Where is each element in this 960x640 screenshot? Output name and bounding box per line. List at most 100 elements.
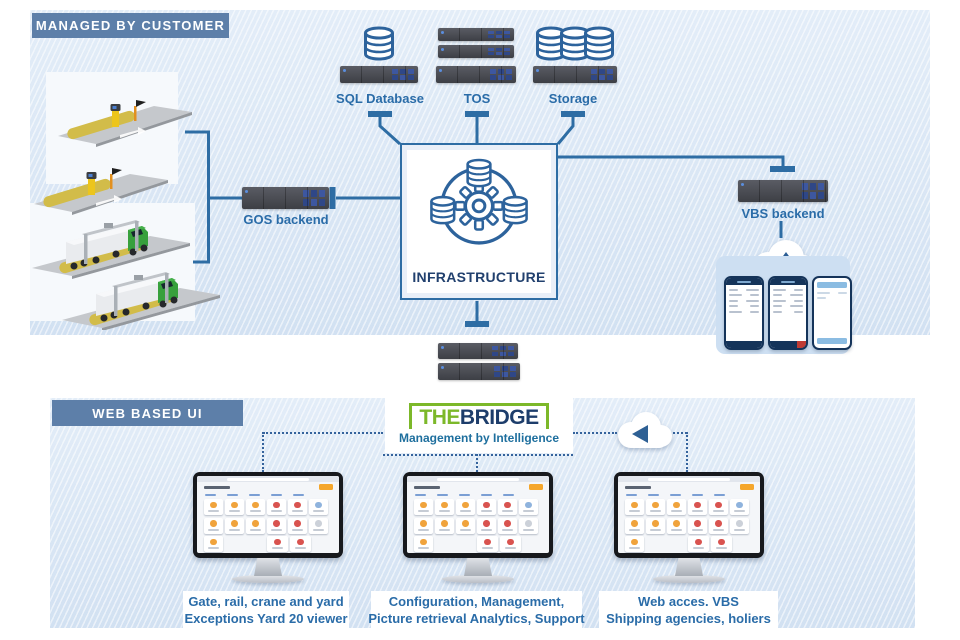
dashboard-card <box>667 499 686 515</box>
dashboard-card <box>225 517 244 534</box>
browser-bar <box>618 476 760 482</box>
caption-line: Exceptions Yard 20 viewer <box>184 610 348 626</box>
caption-line: Configuration, Management, <box>388 593 565 609</box>
storage-server-rack <box>533 66 617 83</box>
dashboard-card <box>267 499 286 515</box>
dashboard-card <box>477 536 498 552</box>
dashboard-card <box>688 499 707 515</box>
monitor-bezel <box>403 472 553 558</box>
tos-server-rack <box>438 28 514 41</box>
caption-gate: Gate, rail, crane and yard Exceptions Ya… <box>183 591 349 628</box>
dotted-connector <box>383 454 573 456</box>
dotted-connector <box>262 432 264 472</box>
dashboard-card <box>498 517 517 534</box>
dashboard-card <box>646 499 665 515</box>
logo-subtitle: Management by Intelligence <box>398 431 560 445</box>
sql-server-rack <box>340 66 418 83</box>
gos-backend-rack <box>242 187 329 209</box>
gate-yard-illustration <box>30 72 220 330</box>
monitor-gate <box>193 472 343 583</box>
dashboard-column-headers <box>205 494 304 496</box>
dashboard-card <box>456 517 475 534</box>
browser-bar <box>407 476 549 482</box>
dashboard-card <box>519 499 538 515</box>
infrastructure-box: INFRASTRUCTURE <box>400 143 558 300</box>
storage-label: Storage <box>548 91 598 106</box>
dashboard-card <box>288 517 307 534</box>
monitor-base <box>232 575 304 583</box>
monitor-web-access <box>614 472 764 583</box>
dotted-connector <box>668 432 687 434</box>
monitor-screen <box>407 476 549 553</box>
caption-configuration: Configuration, Management, Picture retri… <box>368 591 585 628</box>
the-bridge-logo: THEBRIDGE Management by Intelligence <box>385 398 573 453</box>
dashboard-card <box>204 536 223 552</box>
dashboard-column-headers <box>626 494 725 496</box>
tos-server-rack <box>436 66 516 83</box>
dashboard-card <box>414 536 433 552</box>
dashboard-card <box>500 536 521 552</box>
dashboard-cards <box>625 499 753 553</box>
dashboard-card <box>290 536 311 552</box>
tos-server-rack <box>438 45 514 58</box>
dashboard-card <box>246 517 265 534</box>
dashboard-card <box>414 499 433 515</box>
monitor-base <box>442 575 514 583</box>
dashboard-card <box>456 499 475 515</box>
dashboard-action-button <box>319 484 333 490</box>
dotted-connector <box>476 454 478 472</box>
server-rack <box>438 343 518 359</box>
dashboard-card <box>246 499 265 515</box>
dashboard-card <box>625 499 644 515</box>
dashboard-cards <box>204 499 332 553</box>
logo-wordmark: THEBRIDGE <box>409 403 549 429</box>
dashboard-title <box>625 486 651 489</box>
vbs-backend-rack <box>738 180 828 202</box>
dotted-connector <box>573 432 617 434</box>
dashboard-card <box>625 536 644 552</box>
monitor-screen <box>197 476 339 553</box>
dashboard-card <box>646 517 665 534</box>
dashboard-card <box>288 499 307 515</box>
dashboard-action-button <box>740 484 754 490</box>
dashboard-card <box>498 499 517 515</box>
caption-line: Gate, rail, crane and yard <box>188 593 344 609</box>
dashboard-card <box>625 517 644 534</box>
dashboard-cards <box>414 499 542 553</box>
dashboard-card <box>309 517 328 534</box>
monitor-configuration <box>403 472 553 583</box>
server-rack <box>438 363 520 380</box>
dashboard-card <box>667 517 686 534</box>
vbs-backend-label: VBS backend <box>741 206 825 221</box>
caption-web-access: Web acces. VBS Shipping agencies, holier… <box>599 591 778 628</box>
caption-line: Shipping agencies, holiers <box>606 610 771 626</box>
dashboard-card <box>709 499 728 515</box>
dotted-connector <box>263 432 383 434</box>
dashboard-card <box>688 536 709 552</box>
monitor-screen <box>618 476 760 553</box>
infrastructure-emblem-icon <box>430 158 528 245</box>
dashboard-card <box>309 499 328 515</box>
browser-bar <box>197 476 339 482</box>
dashboard-card <box>730 517 749 534</box>
vbs-phone-app <box>724 276 764 350</box>
dashboard-card <box>519 517 538 534</box>
caption-line: Picture retrieval Analytics, Support <box>368 610 585 626</box>
cloud-web-access-icon <box>618 412 672 448</box>
database-icon <box>364 26 394 61</box>
infrastructure-label: INFRASTRUCTURE <box>412 269 546 285</box>
managed-section-header: MANAGED BY CUSTOMER <box>32 13 229 38</box>
logo-word-the: THE <box>419 406 460 429</box>
web-section-header: WEB BASED UI <box>52 400 243 426</box>
monitor-bezel <box>193 472 343 558</box>
dashboard-card <box>225 499 244 515</box>
dashboard-title <box>414 486 440 489</box>
dashboard-card <box>435 499 454 515</box>
monitor-stand <box>464 558 492 576</box>
dashboard-card <box>435 517 454 534</box>
tos-label: TOS <box>463 91 491 106</box>
dashboard-card <box>414 517 433 534</box>
monitor-stand <box>675 558 703 576</box>
